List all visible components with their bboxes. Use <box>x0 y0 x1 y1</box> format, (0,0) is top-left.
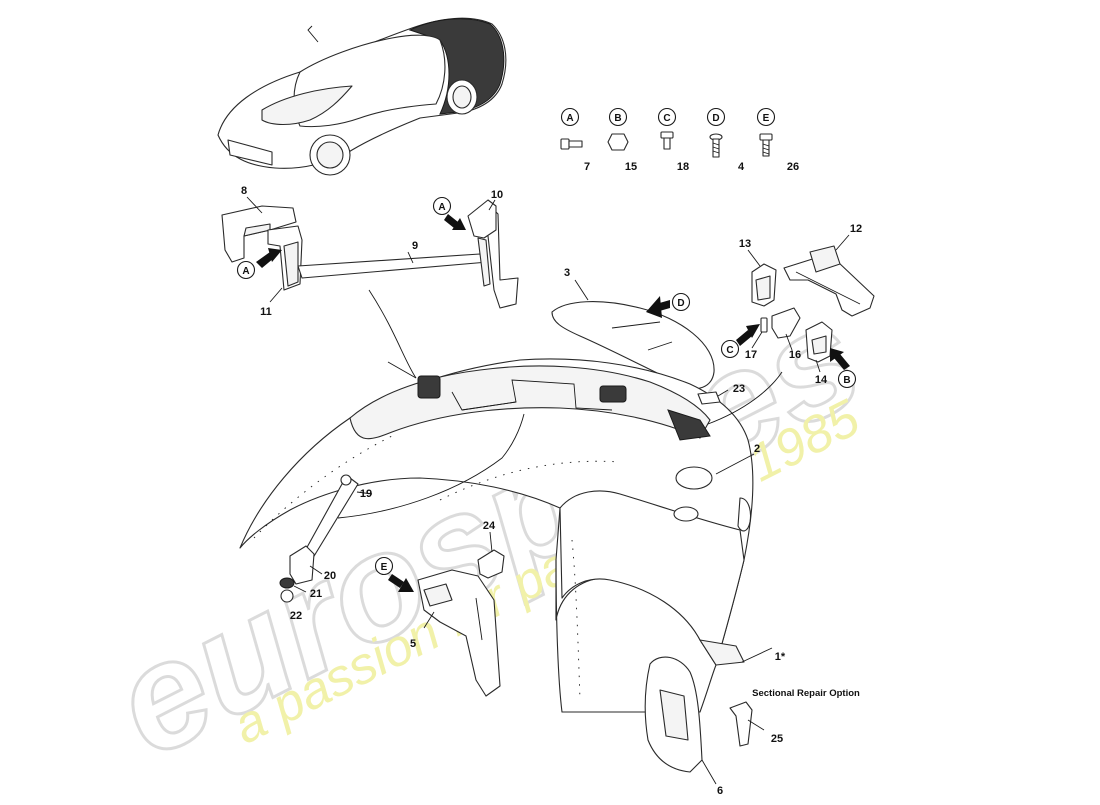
svg-text:C: C <box>726 345 733 356</box>
arrow-a-left: A <box>236 248 282 280</box>
arrow-a-top: A <box>432 196 466 230</box>
bracket-12 <box>783 245 875 317</box>
fastener-letter-a-circle <box>560 107 580 127</box>
panel-3 <box>551 301 715 390</box>
svg-text:B: B <box>843 375 850 386</box>
callout-19: 19 <box>360 488 372 500</box>
bracket-16 <box>771 307 801 339</box>
callout-8: 8 <box>241 185 247 197</box>
svg-text:A: A <box>438 202 445 213</box>
fastener-letter-d-circle <box>706 107 726 127</box>
fastener-letter-c-circle <box>657 107 677 127</box>
svg-text:D: D <box>677 298 684 309</box>
callout-20: 20 <box>324 570 336 582</box>
fastener-letter-a: A <box>566 113 573 124</box>
callout-7: 7 <box>584 161 590 173</box>
bracket-25 <box>729 701 753 747</box>
callout-11: 11 <box>260 306 272 318</box>
callout-23: 23 <box>733 383 745 395</box>
rear-quarter-assembly <box>239 358 754 773</box>
callout-9: 9 <box>412 240 418 252</box>
clip-17 <box>760 317 768 333</box>
fasteners-row: A 7 B 15 C 18 D 4 E <box>560 107 799 173</box>
callout-16: 16 <box>789 349 801 361</box>
sectional-repair-note: Sectional Repair Option <box>752 688 860 699</box>
callout-13: 13 <box>739 238 751 250</box>
fastener-letter-c: C <box>663 113 670 124</box>
bracket-8 <box>221 205 297 263</box>
callout-22: 22 <box>290 610 302 622</box>
callout-14: 14 <box>815 374 828 386</box>
callout-24: 24 <box>483 520 496 532</box>
callout-1: 1* <box>775 651 786 663</box>
grommet-21 <box>279 577 295 589</box>
callout-12: 12 <box>850 223 862 235</box>
arrow-d: D <box>646 292 691 318</box>
callout-4: 4 <box>738 161 745 173</box>
fastener-letter-d: D <box>712 113 719 124</box>
svg-text:A: A <box>242 266 249 277</box>
fastener-letter-b: B <box>614 113 621 124</box>
callout-17: 17 <box>745 349 757 361</box>
bracket-11 <box>267 225 303 291</box>
callout-26: 26 <box>787 161 799 173</box>
bracket-5 <box>417 569 501 697</box>
bolt-26-icon <box>759 133 773 157</box>
arrow-c: C <box>720 324 760 359</box>
bracket-24 <box>477 549 505 579</box>
bracket-14 <box>805 321 833 363</box>
callout-15: 15 <box>625 161 637 173</box>
callout-5: 5 <box>410 638 416 650</box>
fastener-letter-b-circle <box>608 107 628 127</box>
callout-3: 3 <box>564 267 570 279</box>
fastener-letter-e-circle <box>756 107 776 127</box>
bolt-7-icon <box>560 138 583 150</box>
fastener-letter-e: E <box>763 113 770 124</box>
callout-6: 6 <box>717 785 723 797</box>
callout-25: 25 <box>771 733 783 745</box>
arrow-e: E <box>374 556 414 592</box>
bracket-20 <box>289 545 315 585</box>
callout-18: 18 <box>677 161 689 173</box>
screw-4-icon <box>709 133 723 158</box>
bumper-22 <box>280 589 294 603</box>
arrow-b: B <box>830 348 857 389</box>
reference-car <box>217 17 507 176</box>
bolt-18-icon <box>660 131 674 150</box>
clip-23 <box>697 391 721 405</box>
bracket-13 <box>751 263 777 307</box>
callout-2: 2 <box>754 443 760 455</box>
callout-10: 10 <box>491 189 503 201</box>
nut-15-icon <box>607 133 629 151</box>
svg-text:E: E <box>381 562 388 573</box>
callout-21: 21 <box>310 588 322 600</box>
